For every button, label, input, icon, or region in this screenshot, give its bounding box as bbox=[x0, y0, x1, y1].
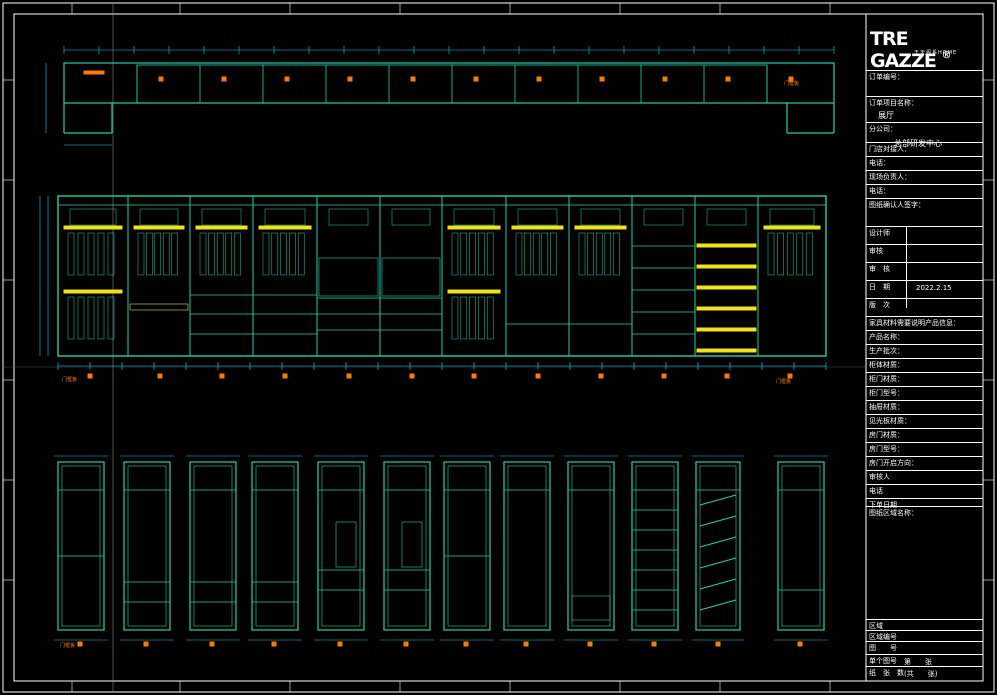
title-row: 订单编号： bbox=[866, 70, 983, 81]
title-row-label: 柜门型号： bbox=[869, 389, 904, 397]
title-row: 柜门材质： bbox=[866, 372, 983, 383]
title-row-value: 2022.2.15 bbox=[916, 284, 952, 292]
title-row: 家具材料需要说明产品信息： bbox=[866, 316, 983, 327]
title-row-label: 柜体材质： bbox=[869, 361, 904, 369]
title-row-label: 版 次 bbox=[869, 301, 890, 309]
title-row: 见光板材质： bbox=[866, 414, 983, 425]
title-block: 订单编号： 订单项目名称： 展厅分公司： 总部研发中心门店对接人： 电话： 现场负责人： 电… bbox=[866, 14, 983, 681]
title-row-label: 审核人 bbox=[869, 473, 890, 481]
title-bottom-label: 区域编号 bbox=[869, 633, 897, 641]
title-row: 下单日期 bbox=[866, 498, 983, 509]
title-bottom-row: 区域编号 bbox=[866, 630, 983, 641]
title-row: 生产批次： bbox=[866, 344, 983, 355]
title-row-label: 订单项目名称： bbox=[869, 99, 918, 107]
title-row: 审核人 bbox=[866, 470, 983, 481]
title-row-label: 生产批次： bbox=[869, 347, 904, 355]
title-row-label: 见光板材质： bbox=[869, 417, 911, 425]
title-divider bbox=[906, 226, 907, 308]
title-row: 柜体材质： bbox=[866, 358, 983, 369]
title-row: 现场负责人： bbox=[866, 170, 983, 181]
title-row: 审 核 bbox=[866, 262, 983, 273]
title-row-label: 设计师 bbox=[869, 229, 890, 237]
title-row: 柜门型号： bbox=[866, 386, 983, 397]
title-row: 图纸确认人签字： bbox=[866, 198, 983, 209]
logo-text: TRE GAZZE ® bbox=[870, 28, 951, 72]
title-bottom-label: 单个图号 bbox=[869, 657, 897, 665]
title-row: 订单项目名称： bbox=[866, 96, 983, 107]
title-row-label: 日 期 bbox=[869, 283, 890, 291]
title-row-label: 图纸区域名称： bbox=[869, 509, 918, 517]
plan-right-label: 门框板 bbox=[784, 81, 800, 87]
title-row: 审核 bbox=[866, 244, 983, 255]
title-row-label: 电话 bbox=[869, 487, 883, 495]
title-row-label: 房门开启方向： bbox=[869, 459, 918, 467]
title-bottom-value: 第 张 bbox=[904, 658, 932, 666]
logo-subtitle: 王天阁系HOME bbox=[914, 50, 958, 56]
title-row: 日 期 bbox=[866, 280, 983, 291]
front-elevation bbox=[39, 195, 827, 379]
title-row-label: 现场负责人： bbox=[869, 173, 911, 181]
title-row: 电话 bbox=[866, 484, 983, 495]
title-bottom-row: 单个图号 bbox=[866, 654, 983, 665]
title-row: 房门材质： bbox=[866, 428, 983, 439]
title-row: 电话： bbox=[866, 184, 983, 195]
title-row-label: 门店对接人： bbox=[869, 145, 911, 153]
title-row: 抽屉材质： bbox=[866, 400, 983, 411]
inner-border bbox=[13, 13, 984, 682]
title-row-label: 分公司： bbox=[869, 125, 897, 133]
title-bottom-row: 纸 张 数 bbox=[866, 666, 983, 677]
brand-logo: TRE GAZZE ® 王天阁系HOME bbox=[870, 28, 978, 72]
front-right-label: 门框板 bbox=[776, 379, 792, 385]
title-bottom-value: (共 张) bbox=[904, 670, 938, 678]
title-row-label: 抽屉材质： bbox=[869, 403, 904, 411]
title-row-label: 柜门材质： bbox=[869, 375, 904, 383]
front-left-label: 门框板 bbox=[62, 377, 78, 383]
title-row-label: 电话： bbox=[869, 159, 890, 167]
title-row-value: 展厅 bbox=[878, 111, 894, 120]
title-bottom-row: 图 号 bbox=[866, 641, 983, 652]
border-ruler bbox=[3, 3, 994, 692]
title-row-label: 房门型号： bbox=[869, 445, 904, 453]
title-row-label: 房门材质： bbox=[869, 431, 904, 439]
title-bottom-row: 区域 bbox=[866, 619, 983, 630]
title-row: 门店对接人： bbox=[866, 142, 983, 153]
section-left-label: 门框板 bbox=[60, 643, 76, 649]
title-row-label: 家具材料需要说明产品信息： bbox=[869, 319, 960, 327]
section-views bbox=[54, 455, 828, 647]
title-row-value: 总部研发中心 bbox=[894, 139, 942, 148]
title-row-label: 下单日期 bbox=[869, 501, 897, 509]
title-bottom-label: 图 号 bbox=[869, 644, 897, 652]
title-row-label: 审 核 bbox=[869, 265, 890, 273]
title-row-label: 订单编号： bbox=[869, 73, 904, 81]
title-row-label: 审核 bbox=[869, 247, 883, 255]
top-plan-view bbox=[45, 46, 835, 146]
title-row: 房门开启方向： bbox=[866, 456, 983, 467]
title-bottom-label: 区域 bbox=[869, 622, 883, 630]
title-row: 电话： bbox=[866, 156, 983, 167]
title-row: 分公司： bbox=[866, 122, 983, 133]
title-row-label: 电话： bbox=[869, 187, 890, 195]
title-bottom-label: 纸 张 数 bbox=[869, 669, 904, 677]
title-row: 房门型号： bbox=[866, 442, 983, 453]
title-row: 版 次 bbox=[866, 298, 983, 309]
title-row-label: 产品名称： bbox=[869, 333, 904, 341]
title-row: 图纸区域名称： bbox=[866, 506, 983, 517]
title-row: 产品名称： bbox=[866, 330, 983, 341]
title-row-label: 图纸确认人签字： bbox=[869, 201, 925, 209]
title-row: 设计师 bbox=[866, 226, 983, 237]
